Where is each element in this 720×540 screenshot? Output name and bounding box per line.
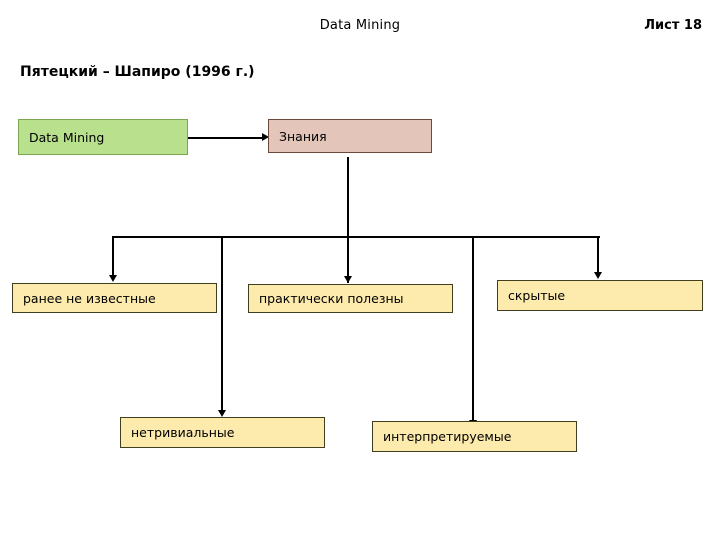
slide-header-title: Data Mining [319,18,401,33]
edge-knowledge-stem [347,157,349,283]
node-nontrivial[interactable]: нетривиальные [120,417,325,448]
edge-distribution-bar [112,236,600,238]
edge-to-prop-unknown-line [112,236,114,276]
slide-page-number: Лист 18 [644,18,702,33]
edge-to-prop-interpret-line [472,236,474,422]
edge-to-prop-unknown-arrowhead [109,275,117,282]
edge-to-prop-nontrivial-line [221,236,223,412]
edge-source-to-knowledge-line [187,137,263,139]
edge-to-prop-hidden-line [597,236,599,274]
edge-to-prop-useful-arrowhead [344,276,352,283]
node-practically-useful[interactable]: практически полезны [248,284,453,313]
edge-source-to-knowledge-arrowhead [262,133,269,141]
slide-subtitle: Пятецкий – Шапиро (1996 г.) [20,64,255,80]
node-previously-unknown[interactable]: ранее не известные [12,283,217,313]
node-knowledge[interactable]: Знания [268,119,432,153]
node-hidden[interactable]: скрытые [497,280,703,311]
node-interpretable[interactable]: интерпретируемые [372,421,577,452]
node-data-mining[interactable]: Data Mining [18,119,188,155]
edge-to-prop-nontrivial-arrowhead [218,410,226,417]
edge-to-prop-hidden-arrowhead [594,272,602,279]
